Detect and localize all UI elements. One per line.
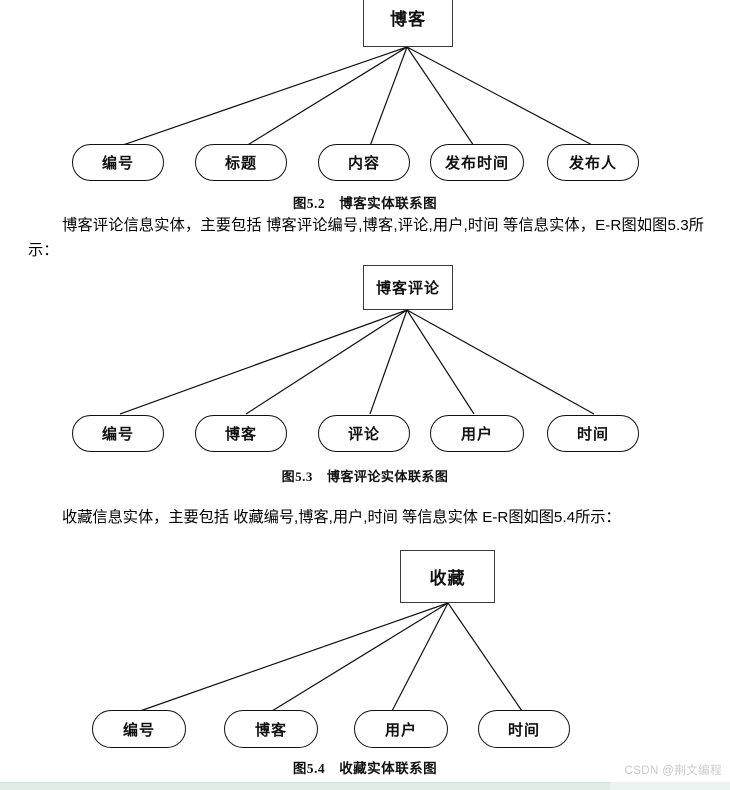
figure-number: 图5.4 [292, 761, 326, 776]
attribute-oval: 博客 [224, 710, 318, 748]
entity-label: 收藏 [429, 569, 466, 588]
attribute-oval: 发布人 [547, 144, 639, 181]
er-diagram-blog-comment: 博客评论 编号 博客 评论 用户 时间 [0, 263, 730, 463]
figure-caption-5-3: 图5.3 博客评论实体联系图 [0, 466, 730, 485]
er-diagram-favorite: 收藏 编号 博客 用户 时间 [0, 548, 730, 758]
attribute-oval: 评论 [318, 415, 410, 452]
figure-number: 图5.3 [281, 469, 313, 484]
footer-swoosh [610, 782, 730, 790]
attribute-oval: 编号 [92, 710, 186, 748]
attribute-label: 编号 [101, 427, 134, 443]
figure-title: 博客实体联系图 [339, 196, 438, 211]
er-diagram-blog: 博客 编号 标题 内容 发布时间 发布人 [0, 0, 730, 190]
attribute-label: 评论 [347, 427, 380, 443]
figure-caption-5-2: 图5.2 博客实体联系图 [0, 192, 730, 212]
attribute-label: 编号 [122, 722, 155, 739]
attribute-label: 时间 [507, 722, 540, 739]
attribute-label: 用户 [460, 427, 493, 443]
attribute-oval: 用户 [354, 710, 448, 748]
attribute-label: 标题 [224, 156, 257, 172]
attribute-oval: 编号 [72, 415, 164, 452]
attribute-oval: 标题 [195, 144, 287, 181]
attribute-oval: 时间 [547, 415, 639, 452]
csdn-watermark: CSDN @荆文编程 [624, 765, 722, 777]
connector-lines-favorite [139, 602, 523, 712]
attribute-label: 博客 [224, 427, 257, 443]
figure-title: 收藏实体联系图 [339, 761, 438, 776]
attribute-label: 时间 [576, 427, 609, 443]
paragraph-text: 收藏信息实体，主要包括 收藏编号,博客,用户,时间 等信息实体 E-R图如图5.… [62, 509, 621, 526]
footer-bar [0, 782, 730, 790]
entity-label: 博客评论 [375, 281, 440, 297]
figure-caption-5-4: 图5.4 收藏实体联系图 [0, 757, 730, 777]
attribute-label: 内容 [347, 156, 380, 172]
attribute-oval: 用户 [430, 415, 524, 452]
attribute-label: 博客 [254, 722, 287, 739]
attribute-oval: 编号 [72, 144, 164, 181]
attribute-oval: 时间 [478, 710, 570, 748]
entity-box-blog: 博客 [363, 0, 453, 47]
attribute-oval: 发布时间 [430, 144, 524, 181]
entity-label: 博客 [390, 10, 426, 29]
figure-number: 图5.2 [292, 196, 326, 211]
attribute-label: 用户 [384, 722, 417, 739]
paragraph-text: 博客评论信息实体，主要包括 博客评论编号,博客,评论,用户,时间 等信息实体，E… [28, 217, 704, 259]
attribute-label: 发布时间 [444, 156, 509, 172]
paragraph-comment-intro: 博客评论信息实体，主要包括 博客评论编号,博客,评论,用户,时间 等信息实体，E… [28, 213, 704, 263]
figure-title: 博客评论实体联系图 [326, 469, 449, 484]
entity-box-blog-comment: 博客评论 [363, 265, 453, 310]
attribute-label: 发布人 [568, 156, 617, 172]
attribute-oval: 内容 [318, 144, 410, 181]
connector-lines-blog-comment [119, 309, 595, 415]
attribute-oval: 博客 [195, 415, 287, 452]
connector-lines-blog [119, 46, 595, 147]
entity-box-favorite: 收藏 [400, 550, 495, 603]
attribute-label: 编号 [101, 156, 134, 172]
paragraph-favorite-intro: 收藏信息实体，主要包括 收藏编号,博客,用户,时间 等信息实体 E-R图如图5.… [28, 505, 704, 530]
